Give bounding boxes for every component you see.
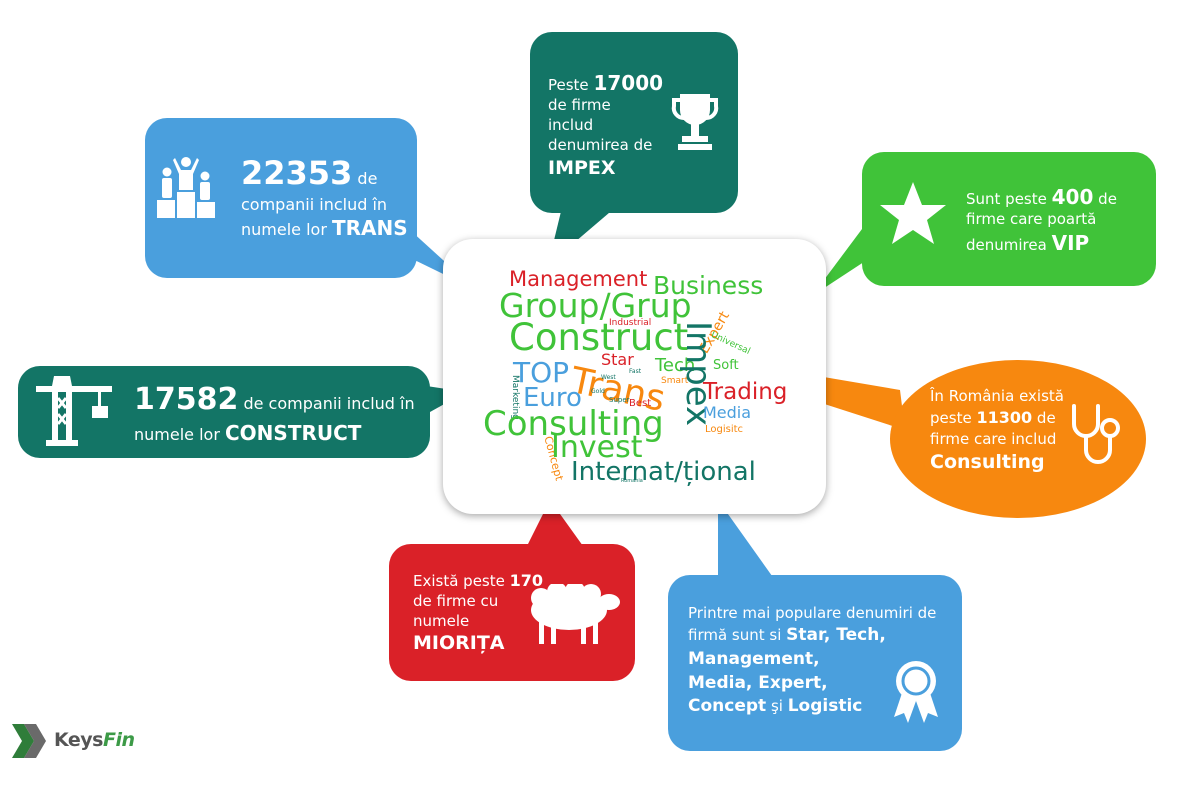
- cloud-word: Consulting: [483, 404, 664, 444]
- miorita-line2: de firme cu: [413, 591, 499, 610]
- trans-line3: numele lor: [241, 220, 327, 240]
- cloud-word: Gold: [591, 388, 605, 395]
- sheep-icon: [531, 584, 620, 644]
- cloud-word: Internat/țional: [571, 457, 756, 487]
- cloud-word: Management: [509, 267, 648, 291]
- cloud-word: Star: [601, 350, 634, 369]
- star-icon: [880, 182, 946, 244]
- cloud-word: Business: [653, 271, 764, 300]
- keysfin-logo: KeysFin: [10, 722, 150, 762]
- vip-suffix: de: [1098, 190, 1117, 208]
- cloud-word: Media: [703, 403, 752, 422]
- miorita-keyword: MIORIȚA: [413, 632, 505, 655]
- miorita-number: 170: [509, 571, 544, 590]
- popular-line2-bold: Star, Tech,: [786, 625, 886, 645]
- consulting-line1: În România există: [930, 387, 1064, 405]
- construct-line2: numele lor: [134, 424, 220, 444]
- vip-line2: firme care poartă: [966, 210, 1097, 229]
- popular-line2-prefix: firmă sunt si: [688, 626, 782, 644]
- consulting-suffix: de: [1036, 408, 1056, 427]
- popular-line5-mid: şi: [770, 697, 783, 716]
- cloud-word: Fast: [629, 368, 642, 375]
- crane-icon: [36, 376, 112, 446]
- consulting-prefix: peste: [930, 408, 972, 427]
- trans-number: 22353: [241, 154, 353, 192]
- cloud-word: West: [601, 374, 616, 381]
- cloud-word: Tech: [655, 355, 696, 376]
- popular-line3: Management,: [688, 648, 820, 669]
- cloud-word: Best: [629, 398, 652, 409]
- impex-number: 17000: [593, 71, 664, 95]
- miorita-prefix: Există peste: [413, 572, 505, 590]
- popular-line1: Printre mai populare denumiri de: [688, 604, 937, 622]
- popular-line5-a: Concept: [688, 696, 767, 717]
- trans-line1-suffix: de: [357, 169, 378, 188]
- miorita-line3: numele: [413, 611, 470, 630]
- construct-suffix: de companii includ în: [243, 394, 415, 413]
- cloud-word: Euro: [523, 383, 582, 413]
- construct-number: 17582: [134, 382, 239, 417]
- trans-keyword: TRANS: [332, 216, 408, 241]
- consulting-tail: [812, 375, 905, 430]
- cloud-word: Romania: [621, 478, 643, 484]
- cloud-word: Group/Grup: [499, 286, 692, 325]
- trophy-icon: [671, 94, 719, 150]
- cloud-word: Smart: [661, 376, 689, 386]
- miorita-callout: Există peste 170 de firme cu numele MIOR…: [389, 544, 635, 681]
- cloud-word: Trading: [703, 379, 788, 405]
- impex-prefix: Peste: [548, 76, 589, 94]
- chevron-logo-icon: [12, 724, 46, 758]
- cloud-word: Super: [609, 396, 630, 404]
- construct-callout: 17582 de companii includ în numele lor C…: [18, 366, 430, 458]
- cloud-word: Industrial: [609, 318, 652, 328]
- consulting-keyword: Consulting: [930, 451, 1045, 474]
- vip-keyword: VIP: [1051, 231, 1090, 256]
- stethoscope-icon: [1072, 404, 1120, 464]
- logo-text-fin: Fin: [102, 729, 135, 751]
- popular-line5-b: Logistic: [787, 696, 863, 717]
- impex-line3: includ: [548, 116, 594, 135]
- construct-keyword: CONSTRUCT: [225, 420, 362, 445]
- cloud-word: Logisitc: [705, 424, 744, 435]
- cloud-word: Invest: [551, 430, 643, 465]
- vip-callout: Sunt peste 400 de firme care poartă denu…: [862, 152, 1156, 286]
- vip-prefix: Sunt peste: [966, 190, 1047, 208]
- impex-keyword: IMPEX: [548, 156, 616, 179]
- cloud-word: Construct: [509, 316, 689, 359]
- logo-text-keys: Keys: [54, 729, 103, 751]
- cloud-word: Soft: [713, 358, 739, 373]
- impex-line2: de firme: [548, 96, 611, 115]
- vip-line3: denumirea: [966, 236, 1047, 255]
- consulting-number: 11300: [976, 407, 1033, 427]
- vip-number: 400: [1051, 185, 1094, 209]
- consulting-line3: firme care includ: [930, 429, 1057, 448]
- award-ribbon-icon: [894, 661, 938, 723]
- consulting-callout: În România există peste 11300 de firme c…: [890, 360, 1146, 518]
- word-cloud: Management Business Group/Grup Construct…: [443, 239, 826, 514]
- trans-line2: companii includ în: [241, 195, 388, 215]
- popular-tail: [718, 500, 782, 590]
- popular-names-callout: Printre mai populare denumiri de firmă s…: [668, 575, 962, 751]
- podium-icon: [157, 157, 215, 218]
- impex-line4: denumirea de: [548, 135, 653, 154]
- trans-callout: 22353 de companii includ în numele lor T…: [145, 118, 417, 278]
- popular-line4: Media, Expert,: [688, 672, 828, 693]
- impex-callout: Peste 17000 de firme includ denumirea de…: [530, 32, 738, 213]
- cloud-word: TOP: [513, 356, 570, 389]
